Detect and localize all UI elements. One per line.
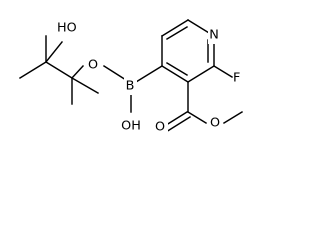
bond-ester-o-methyl xyxy=(223,111,243,124)
bond-c2-c3 xyxy=(187,65,215,83)
boron-hydroxyl-label: OH xyxy=(121,119,141,134)
atom-n: N xyxy=(208,26,221,44)
nitrogen-label: N xyxy=(209,28,219,43)
fluoro-substituent xyxy=(213,65,233,78)
atom-pinacol-ho: HO xyxy=(56,19,80,37)
pinacol-fragment xyxy=(19,35,99,105)
bond-c5-c6 xyxy=(161,19,189,37)
atom-b: B xyxy=(124,77,137,95)
chemical-structure: N F B OH O HO O O xyxy=(19,19,245,136)
atom-ether-o: O xyxy=(86,56,100,74)
boron-label: B xyxy=(126,79,135,94)
fluorine-label: F xyxy=(233,71,240,86)
atom-carbonyl-o: O xyxy=(154,118,168,136)
bond-c3-c4-inner xyxy=(166,62,188,76)
bond-cq2-methyl-a xyxy=(19,61,47,79)
pinacol-hydroxyl-label: HO xyxy=(57,21,77,36)
pyridine-ring xyxy=(161,19,215,83)
ester-oxygen-label: O xyxy=(210,116,220,131)
atom-f: F xyxy=(233,69,245,87)
bond-carbonyl-ester-o xyxy=(187,111,207,124)
bond-c4-b xyxy=(135,65,163,83)
pinacol-ether-oxygen-label: O xyxy=(88,58,98,73)
bond-cq1-methyl-b xyxy=(71,77,99,94)
bond-b-o xyxy=(102,64,128,82)
bond-c3-c4 xyxy=(161,65,189,83)
carbonyl-oxygen-label: O xyxy=(155,120,165,135)
bond-cq1-cq2 xyxy=(45,61,73,79)
bond-c5-c6-inner xyxy=(166,26,188,40)
methyl-ester-substituent xyxy=(162,81,243,133)
bond-o-cq1 xyxy=(70,64,85,80)
atom-ester-o: O xyxy=(208,114,222,132)
bond-c2-f xyxy=(213,65,233,78)
bond-cq2-oh xyxy=(44,40,64,64)
bond-carbonyl-double-inner xyxy=(165,116,191,133)
atom-boron-oh: OH xyxy=(120,117,142,135)
